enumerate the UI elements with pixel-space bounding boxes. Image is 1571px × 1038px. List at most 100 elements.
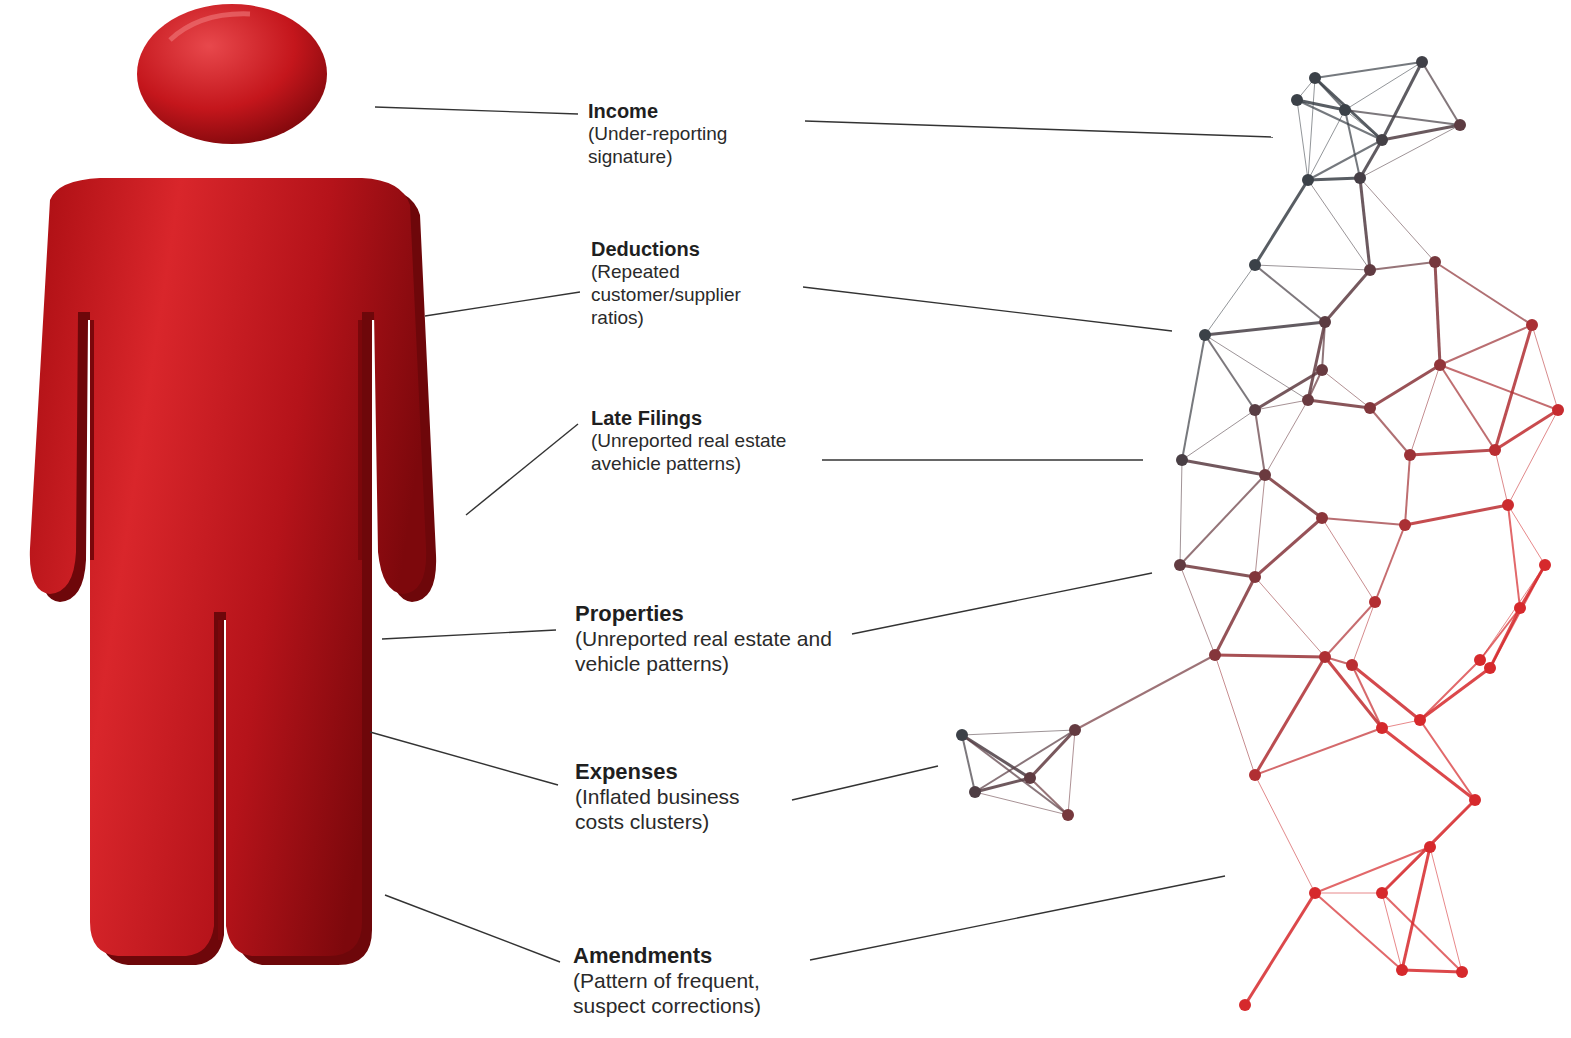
network-node: [956, 729, 968, 741]
leader-line: [466, 424, 578, 515]
callout-description: (Inflated business costs clusters): [575, 784, 790, 834]
network-link: [1325, 602, 1375, 657]
network-link: [1422, 62, 1460, 125]
network-link: [1435, 262, 1440, 365]
network-link: [1495, 450, 1508, 505]
network-link: [1420, 668, 1490, 720]
network-link: [1215, 655, 1255, 775]
network-node: [1429, 256, 1441, 268]
network-link: [1255, 370, 1322, 410]
network-node: [1369, 596, 1381, 608]
callout-heading: Deductions: [591, 238, 791, 261]
network-link: [1352, 602, 1375, 665]
network-node: [1376, 887, 1388, 899]
network-link: [1420, 660, 1480, 720]
callout-heading: Income: [588, 100, 768, 123]
callout-label: Income(Under-reporting signature): [588, 100, 768, 169]
network-node: [1249, 571, 1261, 583]
network-node: [1302, 174, 1314, 186]
network-link: [1382, 62, 1422, 140]
leader-line: [805, 121, 1273, 137]
network-link: [1322, 518, 1405, 525]
network-link: [1370, 365, 1440, 408]
network-link: [1215, 655, 1325, 657]
network-link: [1255, 180, 1308, 265]
network-link: [1180, 475, 1265, 565]
network-link: [1360, 178, 1370, 270]
network-link: [1255, 265, 1325, 322]
network-node: [1416, 56, 1428, 68]
leader-line: [792, 766, 938, 800]
network-link: [1308, 110, 1345, 180]
network-link: [1215, 577, 1255, 655]
network-node: [1526, 319, 1538, 331]
callout-description: (Under-reporting signature): [588, 123, 768, 169]
network-link: [1382, 893, 1402, 970]
network-link: [1180, 565, 1215, 655]
network-link: [1382, 125, 1460, 140]
network-node: [1249, 769, 1261, 781]
network-link: [975, 778, 1030, 792]
network-link: [1255, 475, 1265, 577]
network-link: [1375, 525, 1405, 602]
network-link: [1205, 335, 1308, 400]
network-node: [1484, 662, 1496, 674]
network-node: [1249, 259, 1261, 271]
network-node: [1454, 119, 1466, 131]
network-node: [1239, 999, 1251, 1011]
network-node: [1199, 329, 1211, 341]
callout-description: (Unreported real estate avehicle pattern…: [591, 430, 796, 476]
network-node: [1364, 264, 1376, 276]
network-link: [1205, 322, 1325, 335]
network-link: [1182, 410, 1255, 460]
leader-line: [375, 107, 578, 114]
network-node: [1456, 966, 1468, 978]
network-link: [1255, 518, 1322, 577]
network-link: [962, 730, 1075, 735]
callout-label: Late Filings(Unreported real estate aveh…: [591, 407, 796, 476]
network-link: [1322, 518, 1375, 602]
network-link: [1315, 62, 1422, 78]
network-link: [1440, 365, 1558, 410]
network-link: [1297, 100, 1345, 110]
network-link: [1360, 125, 1460, 178]
network-node: [1319, 651, 1331, 663]
callout-heading: Amendments: [573, 943, 808, 968]
leader-line: [803, 287, 1172, 331]
network-link: [1075, 655, 1215, 730]
network-link: [1205, 335, 1255, 410]
network-node: [1376, 722, 1388, 734]
network-link: [1430, 847, 1462, 972]
callout-heading: Expenses: [575, 759, 790, 784]
network-node: [1309, 72, 1321, 84]
callout-description: (Pattern of frequent, suspect correction…: [573, 968, 808, 1018]
network-node: [1309, 887, 1321, 899]
network-link: [1480, 565, 1545, 660]
network-link: [1420, 720, 1475, 800]
network-node: [1319, 316, 1331, 328]
network-link: [1405, 455, 1410, 525]
callout-label: Deductions(Repeated customer/supplier ra…: [591, 238, 791, 329]
network-link: [1382, 847, 1430, 893]
network-link: [1410, 365, 1440, 455]
network-link: [1345, 62, 1422, 110]
network-node: [1474, 654, 1486, 666]
network-link: [1182, 460, 1265, 475]
network-link: [1255, 577, 1325, 657]
network-link: [1382, 728, 1475, 800]
network-link: [1325, 657, 1382, 728]
network-link: [1508, 410, 1558, 505]
network-node: [1259, 469, 1271, 481]
network-node: [1291, 94, 1303, 106]
network-link: [1490, 565, 1545, 668]
network-link: [975, 792, 1068, 815]
network-link: [1315, 893, 1402, 970]
network-node: [1414, 714, 1426, 726]
network-link: [1402, 970, 1462, 972]
callout-heading: Properties: [575, 601, 850, 626]
network-link: [1410, 450, 1495, 455]
network-link: [1382, 893, 1462, 972]
figure-head: [137, 4, 327, 144]
network-link: [1265, 400, 1308, 475]
network-node: [1376, 134, 1388, 146]
